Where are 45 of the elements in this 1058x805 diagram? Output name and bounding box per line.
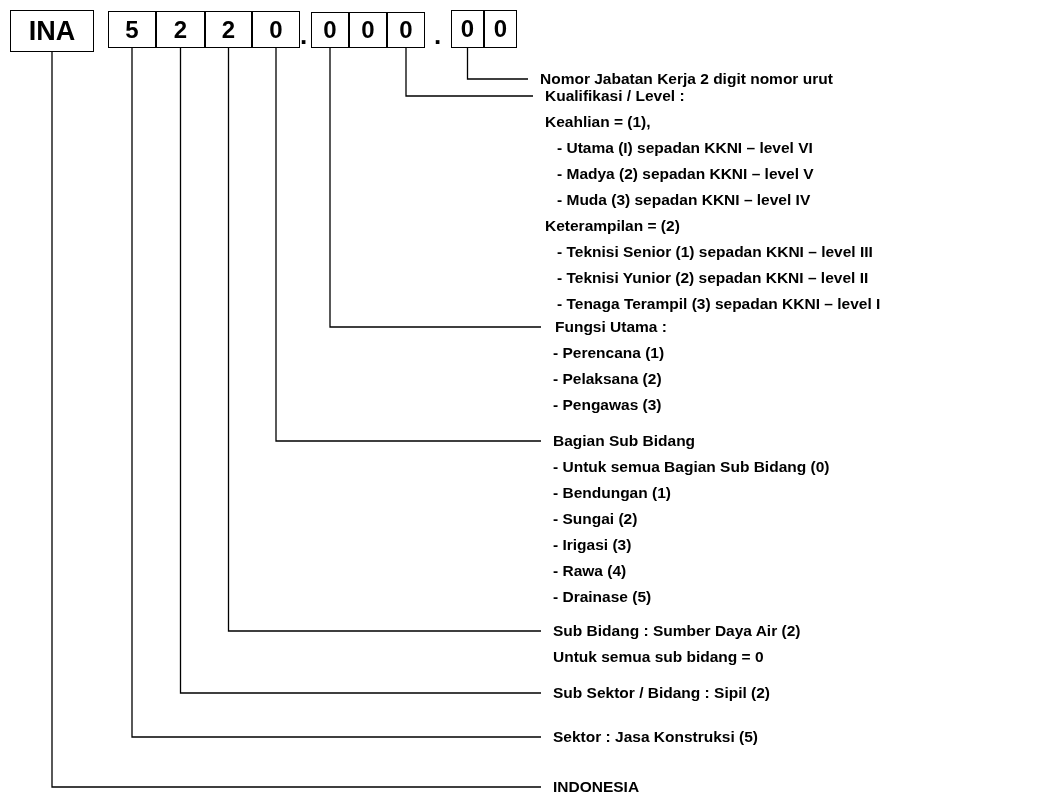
heading-text: Fungsi Utama : <box>554 317 667 337</box>
description-text: Keterampilan = (2) <box>545 216 681 236</box>
leader-line <box>227 47 542 632</box>
digit-box: 0 <box>387 12 425 48</box>
description-text: - Untuk semua Bagian Sub Bidang (0) <box>553 457 830 477</box>
digit-box: 0 <box>451 10 484 48</box>
description-text: Sektor : Jasa Konstruksi (5) <box>553 724 758 750</box>
description-text: INDONESIA <box>553 774 640 800</box>
description-text: - Teknisi Yunior (2) sepadan KKNI – level II <box>556 268 870 288</box>
leader-line <box>179 47 542 694</box>
description-text: Untuk semua sub bidang = 0 <box>553 647 765 667</box>
description-text: - Bendungan (1) <box>553 483 672 503</box>
country-code-box: INA <box>10 10 94 52</box>
description-text: - Teknisi Senior (1) sepadan KKNI – level III <box>556 242 874 262</box>
description-text: - Pelaksana (2) <box>553 369 663 389</box>
description-text: - Pengawas (3) <box>553 395 663 415</box>
digit-box: 2 <box>205 11 252 48</box>
description-text: - Rawa (4) <box>553 561 628 581</box>
heading-text: Bagian Sub Bidang <box>553 431 697 451</box>
description-text: - Sungai (2) <box>553 509 639 529</box>
leader-line <box>405 47 534 97</box>
digit-box: 2 <box>156 11 205 48</box>
description-text: - Drainase (5) <box>553 587 653 607</box>
digit-box: 0 <box>349 12 387 48</box>
description-text: - Perencana (1) <box>553 343 666 363</box>
heading-text: Sub Bidang : Sumber Daya Air (2) <box>553 621 801 641</box>
description-text: - Muda (3) sepadan KKNI – level IV <box>556 190 812 210</box>
separator-dot: . <box>434 22 442 48</box>
leader-line <box>131 47 542 738</box>
digit-box: 0 <box>311 12 349 48</box>
separator-dot: . <box>300 22 308 48</box>
description-text: - Irigasi (3) <box>553 535 633 555</box>
digit-box: 0 <box>252 11 300 48</box>
leader-line <box>51 51 542 788</box>
leader-line <box>466 47 529 80</box>
leader-line <box>329 47 542 328</box>
description-text: - Madya (2) sepadan KKNI – level V <box>556 164 815 184</box>
leader-line <box>275 47 542 442</box>
description-text: Sub Sektor / Bidang : Sipil (2) <box>553 680 770 706</box>
description-text: Keahlian = (1), <box>545 112 652 132</box>
digit-box: 0 <box>484 10 517 48</box>
description-text: - Utama (I) sepadan KKNI – level VI <box>556 138 814 158</box>
heading-text: Kualifikasi / Level : <box>545 87 686 106</box>
description-text: - Tenaga Terampil (3) sepadan KKNI – level I <box>556 294 881 314</box>
digit-box: 5 <box>108 11 156 48</box>
